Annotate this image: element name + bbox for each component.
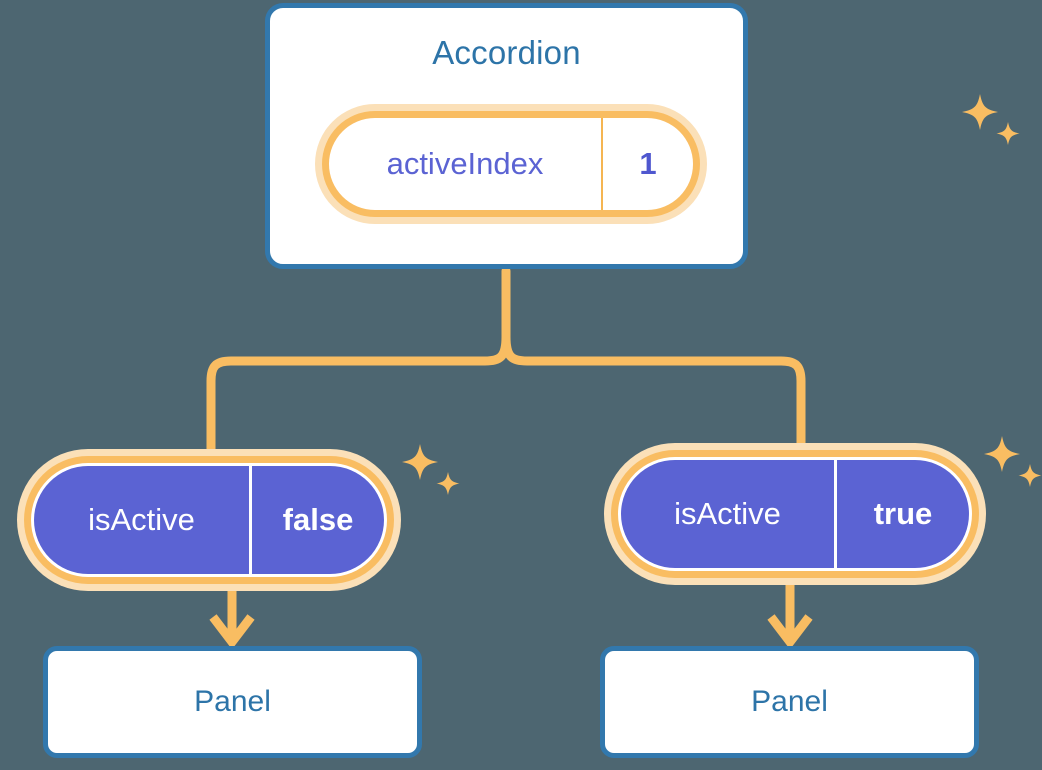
pill-highlight-ring: isActive true xyxy=(611,450,979,578)
state-value-label: 1 xyxy=(639,146,657,181)
accordion-component-card[interactable]: Accordion activeIndex 1 xyxy=(265,3,1020,269)
prop-key-label: isActive xyxy=(621,460,837,568)
prop-key-label: isActive xyxy=(34,466,252,574)
pill-body: isActive true xyxy=(618,457,972,571)
connector-fork xyxy=(501,332,806,457)
prop-pill-isactive-true[interactable]: isActive true xyxy=(604,443,986,585)
prop-pill-isactive-false[interactable]: isActive false xyxy=(17,449,401,591)
arrow-down-icon-right xyxy=(767,585,813,650)
prop-value-label: false xyxy=(282,502,354,537)
panel-component-card-left[interactable]: Panel xyxy=(43,646,422,758)
panel-label: Panel xyxy=(751,685,828,718)
pill-inner: isActive false xyxy=(34,466,384,574)
pill-body: isActive false xyxy=(31,463,387,577)
pill-highlight-ring: activeIndex 1 xyxy=(322,111,700,217)
arrow-down-icon-left xyxy=(209,589,255,650)
panel-label: Panel xyxy=(194,685,271,718)
pill-inner: isActive true xyxy=(621,460,969,568)
pill-highlight-ring: isActive false xyxy=(24,456,394,584)
panel-component-card-right[interactable]: Panel xyxy=(600,646,979,758)
prop-value-label: true xyxy=(873,496,933,531)
connector-fork-left xyxy=(206,332,511,463)
pill-body: activeIndex 1 xyxy=(329,118,693,210)
state-key-label: activeIndex xyxy=(329,118,603,210)
page-title: Accordion xyxy=(432,34,581,71)
state-pill-activeindex[interactable]: activeIndex 1 xyxy=(315,104,707,224)
